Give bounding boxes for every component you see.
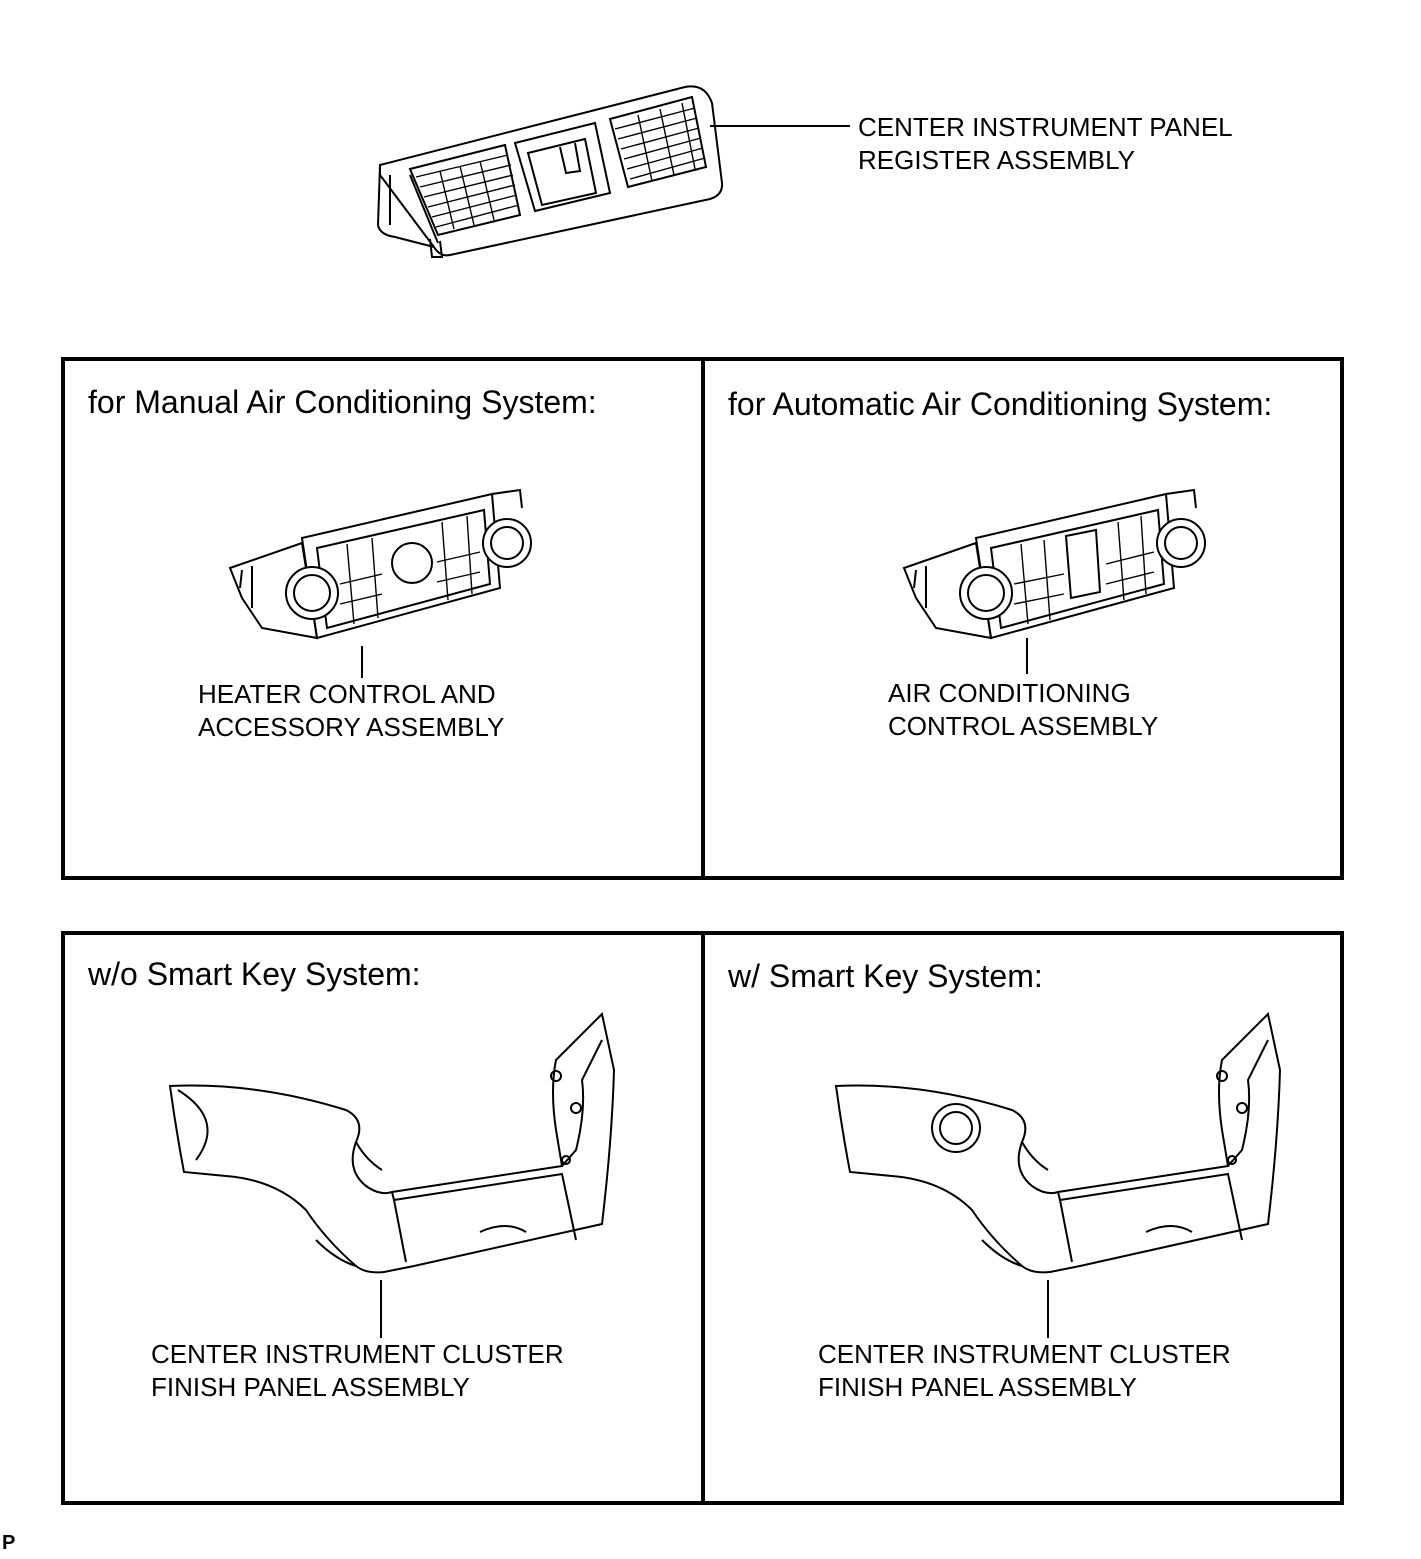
register-label: CENTER INSTRUMENT PANEL REGISTER ASSEMBL… — [858, 111, 1233, 177]
cluster-finish-panel-button-icon — [832, 1010, 1288, 1290]
heater-control-label: HEATER CONTROL AND ACCESSORY ASSEMBLY — [198, 678, 504, 744]
smart-key-box-divider — [701, 931, 705, 1505]
corner-mark: P — [2, 1532, 16, 1554]
automatic-ac-title: for Automatic Air Conditioning System: — [728, 386, 1273, 422]
cluster-panel-label-left: CENTER INSTRUMENT CLUSTER FINISH PANEL A… — [151, 1338, 564, 1404]
cluster-panel-label-right: CENTER INSTRUMENT CLUSTER FINISH PANEL A… — [818, 1338, 1231, 1404]
ac-control-label: AIR CONDITIONING CONTROL ASSEMBLY — [888, 677, 1158, 743]
ac-control-icon — [896, 488, 1208, 648]
heater-control-label-line1: HEATER CONTROL AND — [198, 679, 496, 709]
heater-control-leader — [361, 646, 363, 678]
wo-smart-key-title: w/o Smart Key System: — [88, 956, 421, 992]
manual-ac-title: for Manual Air Conditioning System: — [88, 384, 597, 420]
w-smart-key-title: w/ Smart Key System: — [728, 958, 1043, 994]
cluster-finish-panel-icon — [166, 1010, 622, 1290]
ac-control-leader — [1026, 638, 1028, 674]
cluster-panel-label-left-line1: CENTER INSTRUMENT CLUSTER — [151, 1339, 564, 1369]
register-label-line1: CENTER INSTRUMENT PANEL — [858, 112, 1233, 142]
register-leader-line — [710, 124, 850, 128]
cluster-panel-leader-right — [1047, 1280, 1049, 1338]
register-label-line2: REGISTER ASSEMBLY — [858, 145, 1135, 175]
cluster-panel-label-right-line2: FINISH PANEL ASSEMBLY — [818, 1372, 1137, 1402]
heater-control-label-line2: ACCESSORY ASSEMBLY — [198, 712, 505, 742]
cluster-panel-label-right-line1: CENTER INSTRUMENT CLUSTER — [818, 1339, 1231, 1369]
ac-box-divider — [701, 357, 705, 880]
ac-control-label-line1: AIR CONDITIONING — [888, 678, 1131, 708]
air-vent-register-icon — [370, 75, 730, 265]
ac-control-label-line2: CONTROL ASSEMBLY — [888, 711, 1159, 741]
cluster-panel-label-left-line2: FINISH PANEL ASSEMBLY — [151, 1372, 470, 1402]
cluster-panel-leader-left — [380, 1280, 382, 1338]
heater-control-icon — [222, 488, 534, 648]
